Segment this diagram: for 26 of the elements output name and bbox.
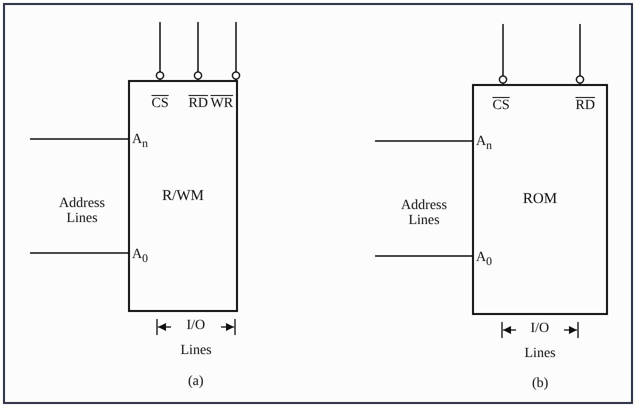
- active-low-signal-line: [194, 22, 202, 80]
- figure-caption: (b): [532, 376, 548, 392]
- active-low-signal-line: [498, 24, 508, 84]
- active-low-signal-line: [156, 22, 164, 80]
- signal-line: [375, 140, 472, 142]
- group-label: Address Lines: [58, 196, 106, 227]
- pin-label: RD: [576, 98, 595, 114]
- pin-label: CS: [492, 98, 510, 114]
- active-low-signal-line: [576, 24, 584, 84]
- pin-label: A$_{n}$: [132, 132, 148, 151]
- pin-label: A$_{n}$: [476, 134, 492, 153]
- figure-caption: (a): [188, 374, 204, 390]
- dimension-label: I/O: [530, 321, 550, 336]
- signal-line: [30, 252, 128, 254]
- group-label: Address Lines: [400, 198, 448, 229]
- pin-label: A$_{0}$: [132, 247, 148, 266]
- signal-line: [30, 138, 128, 140]
- dimension-label: I/O: [186, 318, 206, 334]
- active-low-signal-line: [232, 22, 240, 80]
- pin-label: RD: [188, 96, 208, 112]
- group-label: Lines: [524, 346, 556, 362]
- pin-label: CS: [152, 96, 169, 112]
- pin-label: WR: [210, 96, 234, 112]
- group-label: Lines: [180, 343, 212, 358]
- pin-label: A$_{0}$: [476, 250, 492, 269]
- signal-line: [375, 255, 472, 257]
